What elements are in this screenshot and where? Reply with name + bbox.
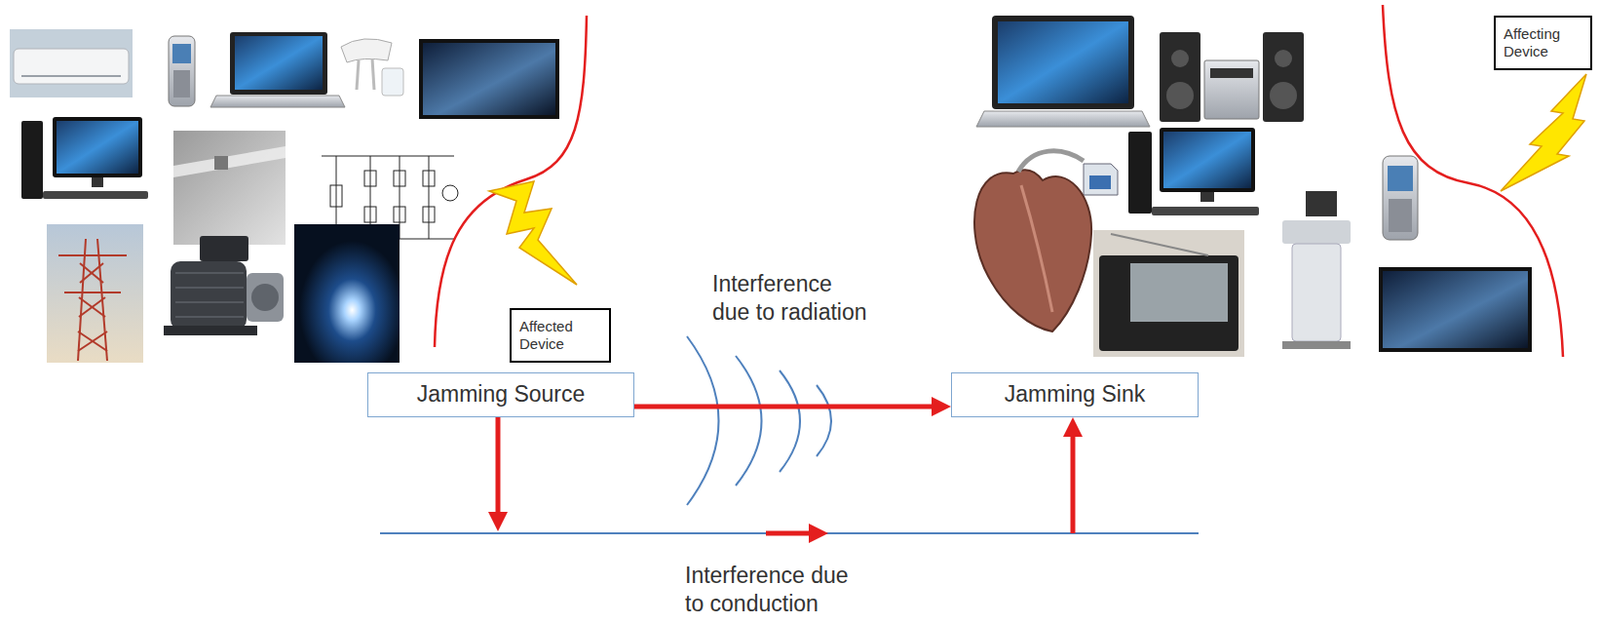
node-label: Affected Device xyxy=(519,317,600,353)
connector-line xyxy=(497,532,1073,534)
air-conditioner-icon xyxy=(9,29,133,98)
edge-label: Interference due to conduction xyxy=(685,561,856,618)
lightning-bolt xyxy=(1500,74,1587,191)
radio-icon xyxy=(1093,229,1245,357)
radiation-connector xyxy=(634,396,952,417)
memory-card-icon xyxy=(1083,163,1118,195)
device-tag: Affected Device xyxy=(509,307,611,363)
ultrasound-machine-icon xyxy=(1282,190,1351,349)
radiation-waves xyxy=(686,336,832,505)
welding-photo xyxy=(294,224,400,363)
mobile-phone-icon xyxy=(168,36,195,107)
device-tag: Affecting Device xyxy=(1493,15,1593,71)
conduction-connector xyxy=(488,417,1083,543)
mobile-phone-icon xyxy=(1382,155,1418,240)
television-icon xyxy=(1378,266,1532,352)
heart-pacemaker-illustration xyxy=(974,151,1092,332)
connector-line xyxy=(765,531,813,536)
television-icon xyxy=(419,38,560,119)
node-label: Affecting Device xyxy=(1503,25,1581,61)
desktop-computer-icon xyxy=(1128,127,1259,216)
node-label: Jamming Source xyxy=(417,380,586,409)
boundary-curve xyxy=(434,15,587,347)
metal-rail-photo xyxy=(173,130,286,245)
hifi-system-icon xyxy=(1159,32,1304,122)
node-label: Jamming Sink xyxy=(1004,380,1145,409)
connector-line xyxy=(1070,432,1076,534)
edge-label: Interference due to radiation xyxy=(712,269,873,327)
source-box: Jamming Source xyxy=(367,372,635,418)
conduction-wire xyxy=(380,532,1199,534)
laptop-icon xyxy=(976,15,1150,127)
desktop-computer-icon xyxy=(21,116,149,199)
arrow-head xyxy=(1063,417,1083,437)
arrow-head xyxy=(488,511,508,532)
arrow-head xyxy=(931,396,952,417)
hand-mixer-icon xyxy=(341,38,404,96)
connector-line xyxy=(634,404,936,410)
transmission-tower-photo xyxy=(46,224,144,363)
arrow-head xyxy=(808,523,829,543)
sink-box: Jamming Sink xyxy=(951,372,1199,418)
connector-line xyxy=(495,417,501,516)
lightning-bolt xyxy=(489,181,577,285)
laptop-icon xyxy=(210,32,345,108)
electric-motor-icon xyxy=(163,235,284,336)
